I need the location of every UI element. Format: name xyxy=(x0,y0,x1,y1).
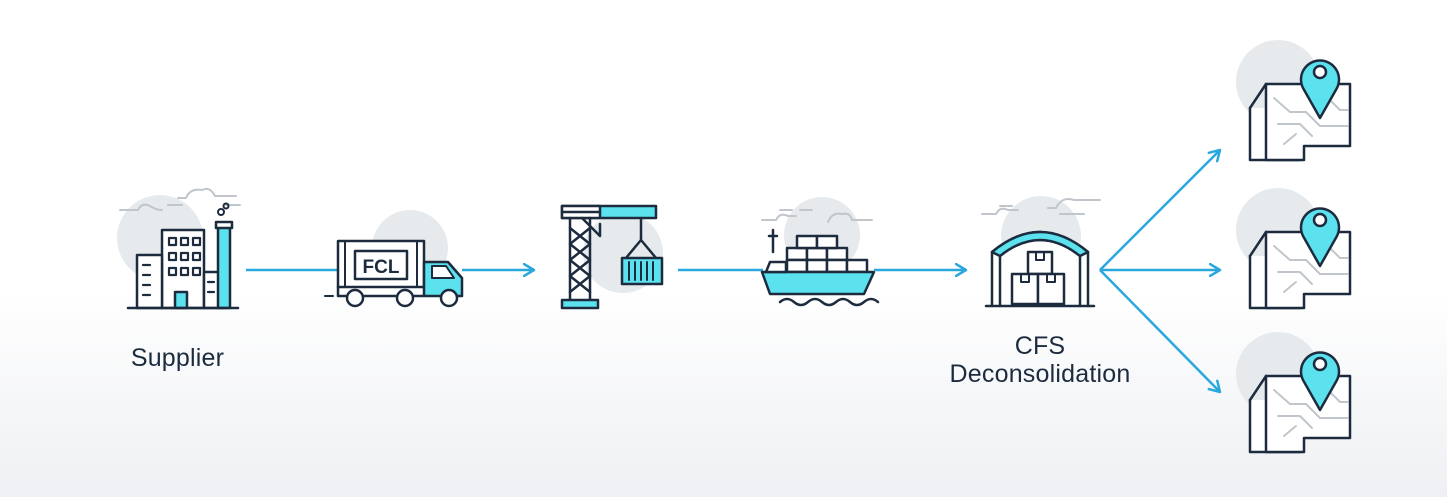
cfs-label-line1: CFS xyxy=(1014,332,1066,360)
map-pin-icon xyxy=(1234,186,1352,310)
cfs-deconsolidation-label: CFS Deconsolidation xyxy=(905,332,1175,388)
cargo-ship-icon xyxy=(760,197,880,307)
factory-icon xyxy=(117,187,241,310)
warehouse-icon xyxy=(981,196,1101,308)
cfs-label-line2: Deconsolidation xyxy=(949,360,1131,388)
truck-icon: FCL xyxy=(324,210,464,308)
crane-icon xyxy=(560,204,664,310)
map-pin-icon xyxy=(1234,38,1352,162)
map-pin-icon xyxy=(1234,330,1352,454)
flow-arrow-down xyxy=(1099,269,1220,392)
flow-arrow-up xyxy=(1099,150,1220,271)
supplier-label: Supplier xyxy=(130,344,225,372)
container-label: FCL xyxy=(363,257,400,278)
